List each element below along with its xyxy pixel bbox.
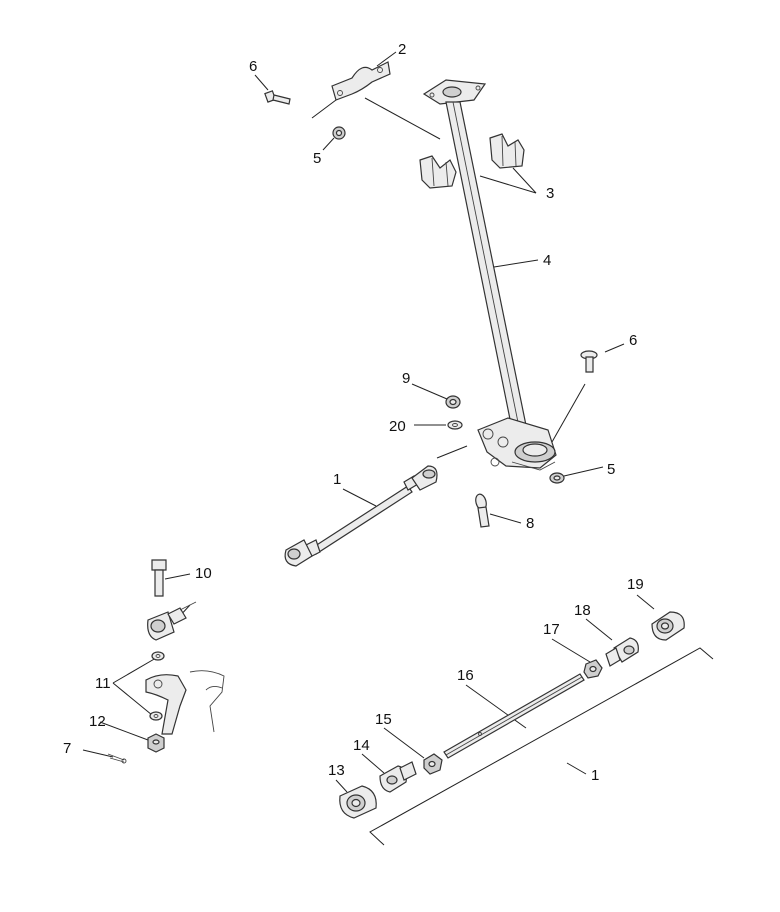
callout-15: 15 xyxy=(375,711,392,728)
cotter-pin-7 xyxy=(107,753,127,764)
bolt-10 xyxy=(151,559,167,597)
callout-3: 3 xyxy=(546,185,554,202)
callout-14: 14 xyxy=(353,737,370,754)
callout-5-mid: 5 xyxy=(607,461,615,478)
callout-4: 4 xyxy=(543,252,551,269)
callout-1-lower: 1 xyxy=(591,767,599,784)
callout-10: 10 xyxy=(195,565,212,582)
nut-5-top xyxy=(332,126,346,140)
callout-7: 7 xyxy=(63,740,71,757)
bolt-6-top xyxy=(264,90,291,105)
callout-1-upper: 1 xyxy=(333,471,341,488)
callout-13: 13 xyxy=(328,762,345,779)
callout-19: 19 xyxy=(627,576,644,593)
callout-8: 8 xyxy=(526,515,534,532)
nut-9 xyxy=(445,395,461,409)
callout-20: 20 xyxy=(389,418,406,435)
bolt-8 xyxy=(475,493,490,528)
callout-11: 11 xyxy=(95,675,111,692)
callout-5-top: 5 xyxy=(313,150,321,167)
callout-2: 2 xyxy=(398,41,406,58)
callout-9: 9 xyxy=(402,370,410,387)
linkage-cluster xyxy=(145,601,225,735)
steering-column xyxy=(422,79,557,471)
callout-17: 17 xyxy=(543,621,560,638)
callout-16: 16 xyxy=(457,667,474,684)
callout-labels: 2 6 5 3 4 6 9 20 5 1 8 10 19 18 17 16 11… xyxy=(63,41,644,784)
leader-lines xyxy=(82,51,714,846)
tie-rod-upper xyxy=(284,465,438,567)
column-bushings xyxy=(419,133,525,189)
bolt-6-mid xyxy=(580,350,598,373)
column-clamp xyxy=(331,61,391,101)
washer-20 xyxy=(447,420,463,430)
callout-6-mid: 6 xyxy=(629,332,637,349)
callout-6-top: 6 xyxy=(249,58,257,75)
callout-18: 18 xyxy=(574,602,591,619)
nut-5-mid xyxy=(549,472,565,484)
tie-rod-lower-exploded xyxy=(339,611,685,819)
callout-12: 12 xyxy=(89,713,106,730)
nut-12 xyxy=(147,733,165,753)
